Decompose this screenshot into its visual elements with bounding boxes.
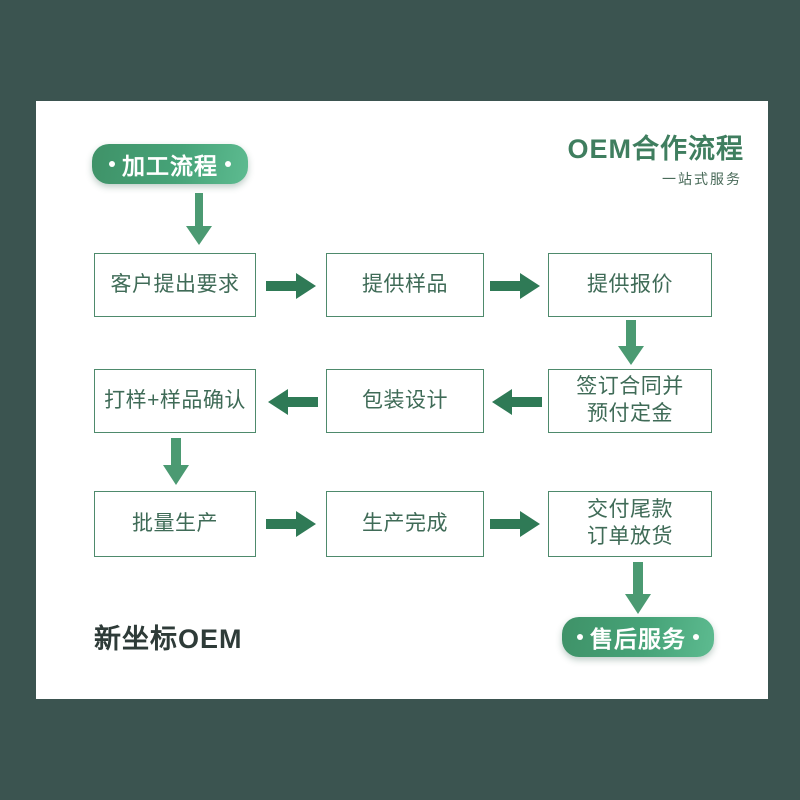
connector-step5-to-step6 — [266, 389, 318, 415]
flow-step-7-label: 批量生产 — [132, 511, 218, 535]
flow-step-9-label: 交付尾款 订单放货 — [587, 498, 673, 548]
connector-step8-to-step9 — [490, 511, 542, 537]
bullet-dot-icon — [225, 161, 231, 167]
flow-step-3-label: 提供报价 — [587, 272, 673, 296]
page-subtitle: 一站式服务 — [662, 171, 742, 187]
flow-step-1-label: 客户提出要求 — [110, 272, 240, 296]
bullet-dot-icon — [109, 161, 115, 167]
connector-step2-to-step3 — [490, 273, 542, 299]
flow-step-5[interactable]: 包装设计 — [326, 369, 484, 433]
connector-step9-to-end — [623, 562, 653, 618]
connector-step4-to-step5 — [490, 389, 542, 415]
connector-step6-to-step7 — [161, 438, 191, 488]
flow-step-3[interactable]: 提供报价 — [548, 253, 712, 317]
flow-step-6[interactable]: 打样+样品确认 — [94, 369, 256, 433]
connector-step3-to-step4 — [616, 320, 646, 368]
flow-step-2[interactable]: 提供样品 — [326, 253, 484, 317]
connector-step7-to-step8 — [266, 511, 318, 537]
page-title: OEM合作流程 — [567, 134, 744, 164]
badge-after-sales-service[interactable]: 售后服务 — [562, 617, 714, 657]
flow-step-4-label: 签订合同并 预付定金 — [576, 375, 684, 425]
footer-brand: 新坐标OEM — [94, 624, 243, 654]
badge-process-start-label: 加工流程 — [122, 153, 218, 179]
badge-process-start[interactable]: 加工流程 — [92, 144, 248, 184]
flow-step-5-label: 包装设计 — [362, 388, 448, 412]
flow-step-2-label: 提供样品 — [362, 272, 448, 296]
bullet-dot-icon — [693, 634, 699, 640]
flow-step-9[interactable]: 交付尾款 订单放货 — [548, 491, 712, 557]
badge-after-sales-service-label: 售后服务 — [590, 626, 686, 652]
connector-step1-to-step2 — [266, 273, 318, 299]
bullet-dot-icon — [577, 634, 583, 640]
connector-start-to-step1 — [184, 193, 214, 249]
flow-step-4[interactable]: 签订合同并 预付定金 — [548, 369, 712, 433]
flow-step-6-label: 打样+样品确认 — [104, 388, 246, 412]
flow-step-7[interactable]: 批量生产 — [94, 491, 256, 557]
flow-step-8[interactable]: 生产完成 — [326, 491, 484, 557]
flow-step-1[interactable]: 客户提出要求 — [94, 253, 256, 317]
flow-step-8-label: 生产完成 — [362, 511, 448, 535]
flowchart-card: OEM合作流程 一站式服务 加工流程 客户提出要求 提供样品 提供报价 — [36, 101, 768, 699]
